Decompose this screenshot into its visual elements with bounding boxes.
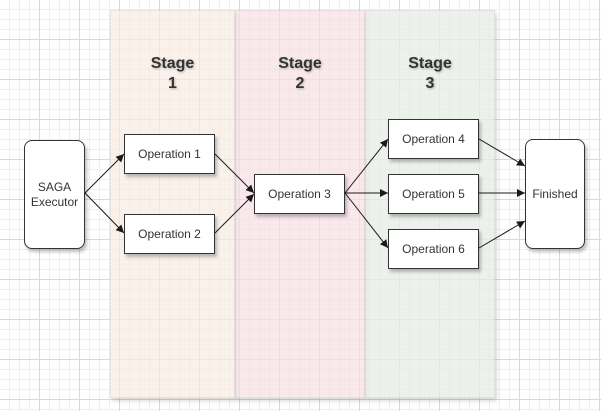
stage-2-title-word: Stage [278, 55, 322, 72]
saga-executor-node[interactable]: SAGA Executor [24, 140, 85, 249]
stage-2-title-number: 2 [295, 75, 305, 92]
stage-1-title-number: 1 [168, 75, 177, 92]
operation-5-node[interactable]: Operation 5 [388, 174, 479, 214]
operation-1-node[interactable]: Operation 1 [124, 134, 215, 174]
saga-executor-label-line2: Executor [30, 194, 79, 209]
operation-4-node[interactable]: Operation 4 [388, 119, 479, 159]
stage-3-title-word: Stage [408, 55, 452, 72]
operation-4-label: Operation 4 [402, 132, 465, 146]
operation-5-label: Operation 5 [402, 187, 465, 201]
operation-2-node[interactable]: Operation 2 [124, 214, 215, 254]
finished-node[interactable]: Finished [525, 139, 585, 249]
saga-executor-label-line1: SAGA [37, 179, 72, 194]
operation-3-label: Operation 3 [268, 187, 331, 201]
stage-3-title-number: 3 [425, 75, 435, 92]
stage-3-title: Stage 3 [366, 54, 494, 94]
operation-6-node[interactable]: Operation 6 [388, 229, 479, 269]
finished-label: Finished [532, 186, 578, 201]
operation-3-node[interactable]: Operation 3 [254, 174, 345, 214]
operation-6-label: Operation 6 [402, 242, 465, 256]
stage-1-lane: Stage 1 [110, 10, 235, 398]
operation-2-label: Operation 2 [138, 227, 201, 241]
stage-2-title: Stage 2 [236, 54, 364, 94]
stage-1-title: Stage 1 [111, 54, 234, 94]
stage-1-title-word: Stage [150, 55, 195, 72]
operation-1-label: Operation 1 [138, 147, 201, 161]
